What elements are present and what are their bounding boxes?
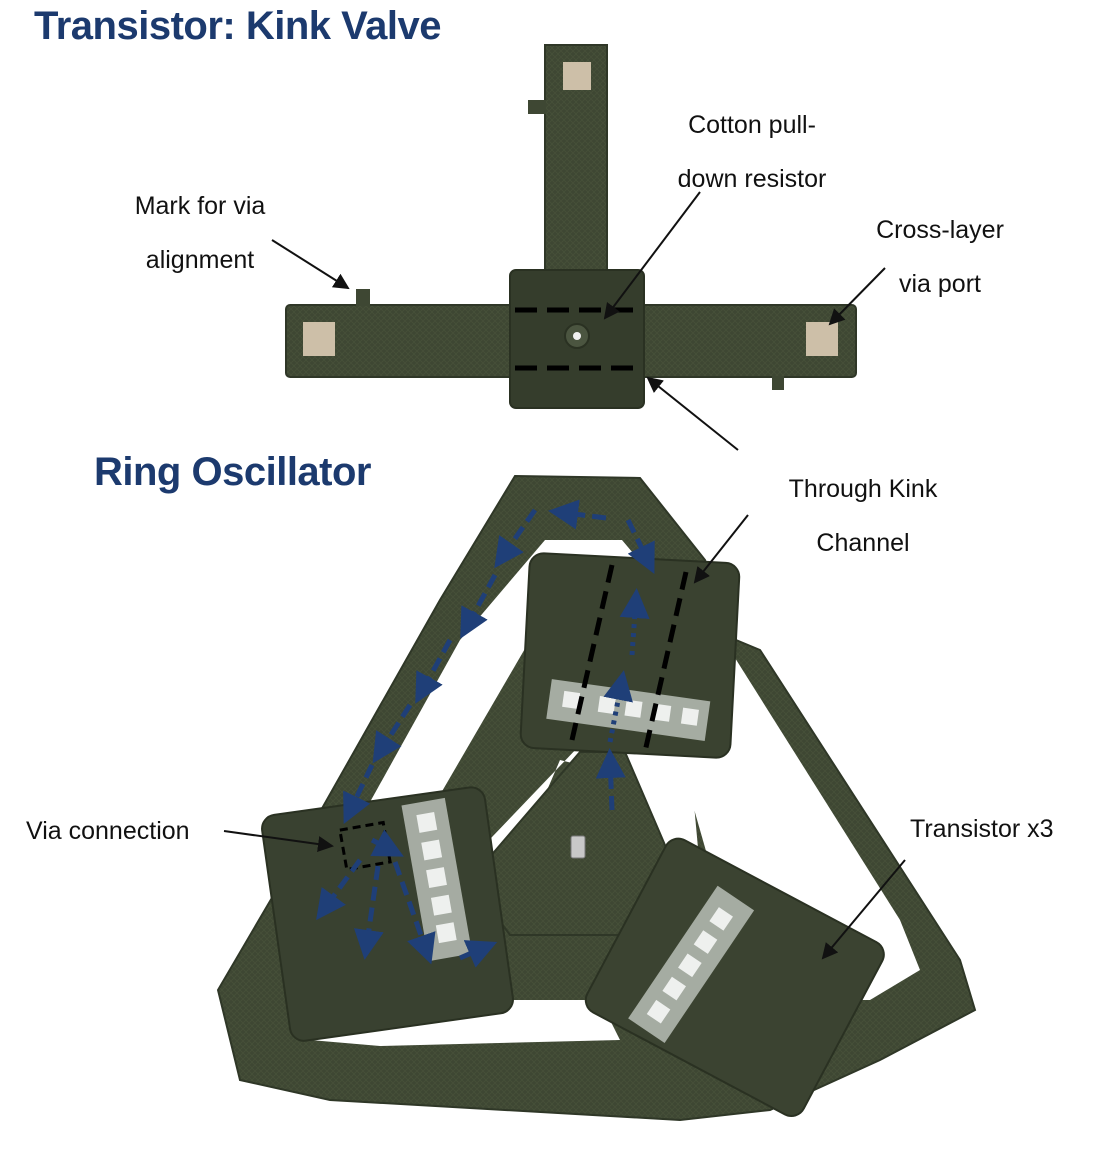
kink-valve-device	[285, 44, 857, 409]
label-crosslayer-line1: Cross-layer	[876, 216, 1004, 244]
label-cotton-line1: Cotton pull-	[688, 111, 816, 139]
label-via-connection: Via connection	[26, 817, 190, 845]
label-mark-line1: Mark for via	[134, 192, 266, 220]
callout-line-through-kink-top	[646, 376, 739, 451]
ring-inner-cutout-upper	[360, 540, 660, 820]
label-mark-for-via-alignment: Mark for via alignment	[110, 179, 290, 287]
ring-oscillator-device	[216, 474, 977, 1122]
label-through-kink-channel: Through Kink Channel	[770, 462, 956, 570]
transistor-heading: Transistor: Kink Valve	[34, 4, 441, 48]
label-through-line1: Through Kink	[788, 475, 938, 503]
callout-line-crosslayer	[828, 267, 886, 326]
callout-line-mark	[271, 239, 350, 290]
ring-oscillator-heading: Ring Oscillator	[94, 450, 372, 494]
callout-line-via-connection	[223, 830, 334, 852]
clear-pad-strip-left	[401, 797, 473, 962]
clear-pad-strip-right	[628, 885, 755, 1043]
callout-line-cotton	[603, 191, 701, 320]
via-connection-box	[338, 820, 392, 872]
callout-line-through-kink-bottom	[693, 514, 749, 584]
kink-channel-dash-right	[641, 571, 689, 757]
flow-arrows-dotted	[603, 588, 650, 743]
label-mark-line2: alignment	[145, 246, 255, 274]
flow-arrows	[316, 499, 655, 968]
label-cross-layer-via-port: Cross-layer via port	[855, 203, 1025, 311]
kink-channel-dash-left	[569, 564, 615, 741]
transistor-module-right	[584, 837, 885, 1117]
label-through-line2: Channel	[816, 529, 910, 557]
inlet-fitting	[570, 835, 586, 859]
valve-vertical-tab	[528, 100, 546, 114]
label-cotton-line2: down resistor	[677, 165, 827, 193]
clear-pad-strip-top	[546, 679, 711, 741]
via-alignment-mark	[356, 289, 370, 306]
transistor-module-left	[261, 786, 514, 1042]
cross-layer-via-port-pad	[806, 322, 838, 356]
callout-line-transistor-x3	[821, 859, 906, 960]
via-pad-top	[563, 62, 591, 90]
label-crosslayer-line2: via port	[899, 270, 981, 298]
label-transistor-x3: Transistor x3	[910, 815, 1054, 843]
label-cotton-pull-down-resistor: Cotton pull- down resistor	[652, 98, 852, 206]
valve-bottom-tab	[772, 376, 784, 390]
via-pad-left	[303, 322, 335, 356]
